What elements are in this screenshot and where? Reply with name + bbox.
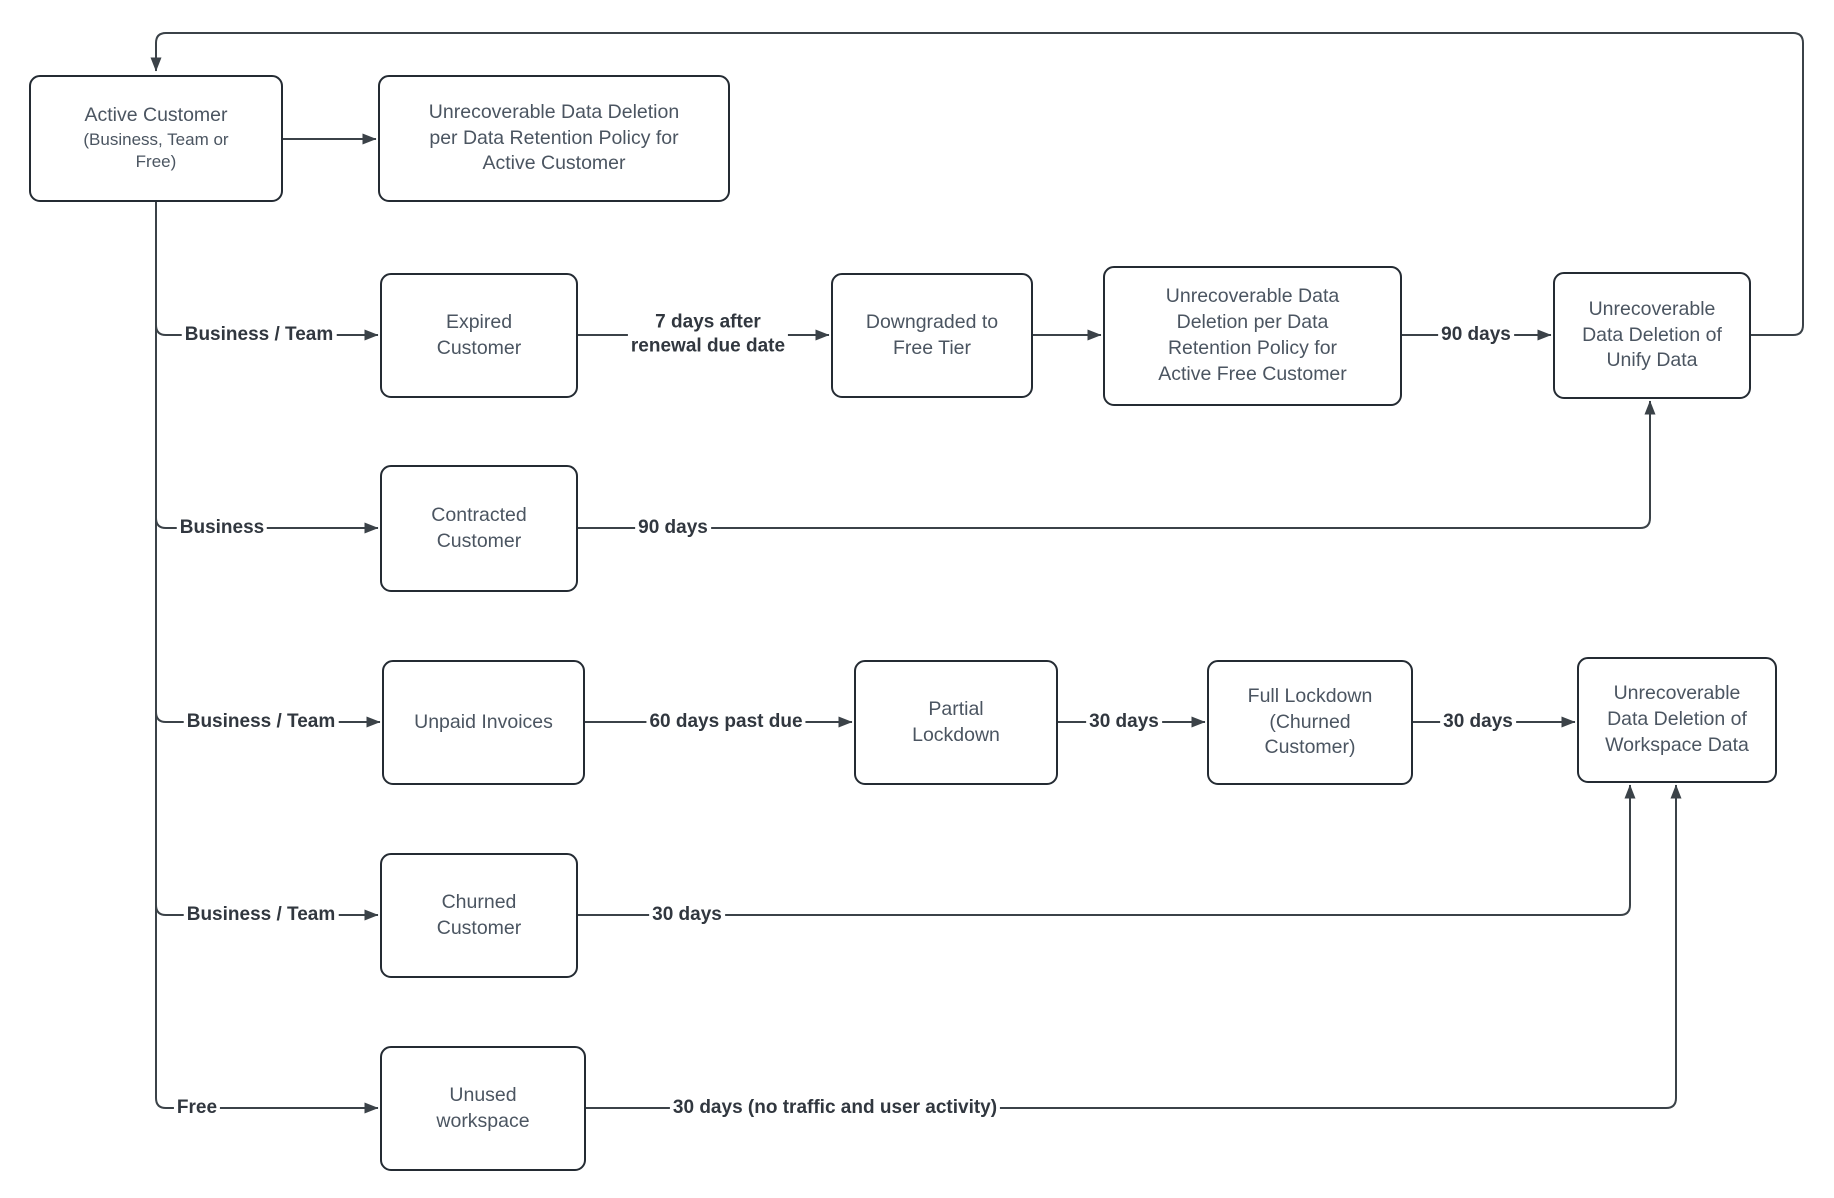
node-label: Contracted Customer bbox=[431, 503, 527, 552]
edge-label-30-days-no-traffic: 30 days (no traffic and user activity) bbox=[669, 1095, 1001, 1121]
node-active-customer-subtitle: (Business, Team or Free) bbox=[83, 129, 229, 172]
node-label: Partial Lockdown bbox=[912, 697, 1000, 746]
node-contracted-customer[interactable]: Contracted Customer bbox=[380, 465, 578, 592]
node-unpaid-invoices[interactable]: Unpaid Invoices bbox=[382, 660, 585, 785]
edge-churned-to-workspace-deletion bbox=[578, 784, 1636, 916]
edge-branch-unused bbox=[155, 202, 379, 1114]
node-deletion-workspace-data[interactable]: Unrecoverable Data Deletion of Workspace… bbox=[1577, 657, 1777, 783]
edge-label-90-days-row2: 90 days bbox=[1438, 322, 1514, 348]
node-deletion-active-free-customer[interactable]: Unrecoverable Data Deletion per Data Ret… bbox=[1103, 266, 1402, 406]
node-label: Unpaid Invoices bbox=[414, 710, 553, 733]
node-active-customer-text: Active Customer (Business, Team or Free) bbox=[83, 77, 228, 200]
edge-branch-expired bbox=[155, 202, 379, 341]
edge-label-branch-unpaid: Business / Team bbox=[183, 709, 339, 735]
node-deletion-active-customer[interactable]: Unrecoverable Data Deletion per Data Ret… bbox=[378, 75, 730, 202]
edge-label-30-days-full-deletion: 30 days bbox=[1440, 709, 1516, 735]
node-churned-customer[interactable]: Churned Customer bbox=[380, 853, 578, 978]
node-label: Unrecoverable Data Deletion of Unify Dat… bbox=[1582, 297, 1722, 372]
node-deletion-unify-data[interactable]: Unrecoverable Data Deletion of Unify Dat… bbox=[1553, 272, 1751, 399]
edge-unify-feedback-loop bbox=[150, 32, 1804, 336]
node-partial-lockdown[interactable]: Partial Lockdown bbox=[854, 660, 1058, 785]
edge-branch-churned bbox=[155, 202, 379, 921]
edge-label-7-days-after: 7 days after renewal due date bbox=[627, 310, 789, 360]
edge-unused-to-workspace-deletion bbox=[586, 784, 1682, 1109]
edge-branch-unpaid bbox=[155, 202, 381, 728]
edge-label-branch-contracted: Business bbox=[176, 515, 268, 541]
edge-label-30-days-churned: 30 days bbox=[649, 902, 725, 928]
edge-label-branch-expired: Business / Team bbox=[181, 322, 337, 348]
edge-label-60-days-past-due: 60 days past due bbox=[646, 709, 806, 735]
edge-label-branch-churned: Business / Team bbox=[183, 902, 339, 928]
node-full-lockdown[interactable]: Full Lockdown (Churned Customer) bbox=[1207, 660, 1413, 785]
node-label: Unrecoverable Data Deletion of Workspace… bbox=[1605, 682, 1749, 756]
edge-label-branch-unused: Free bbox=[173, 1095, 221, 1121]
node-active-customer-title: Active Customer bbox=[84, 103, 228, 126]
edge-label-90-days-row3: 90 days bbox=[635, 515, 711, 541]
node-label: Expired Customer bbox=[436, 310, 522, 359]
node-label: Unrecoverable Data Deletion per Data Ret… bbox=[428, 100, 680, 175]
node-label: Full Lockdown (Churned Customer) bbox=[1247, 684, 1373, 759]
node-label: Unrecoverable Data Deletion per Data Ret… bbox=[1158, 285, 1347, 385]
node-downgraded-free-tier[interactable]: Downgraded to Free Tier bbox=[831, 273, 1033, 398]
edge-branch-contracted bbox=[155, 202, 379, 534]
node-label: Unused workspace bbox=[436, 1083, 530, 1132]
node-label: Downgraded to Free Tier bbox=[865, 310, 999, 359]
edge-label-30-days-partial-full: 30 days bbox=[1086, 709, 1162, 735]
node-unused-workspace[interactable]: Unused workspace bbox=[380, 1046, 586, 1171]
node-active-customer[interactable]: Active Customer (Business, Team or Free) bbox=[29, 75, 283, 202]
edge-contracted-to-unify bbox=[578, 400, 1656, 529]
node-expired-customer[interactable]: Expired Customer bbox=[380, 273, 578, 398]
node-label: Churned Customer bbox=[436, 890, 522, 939]
